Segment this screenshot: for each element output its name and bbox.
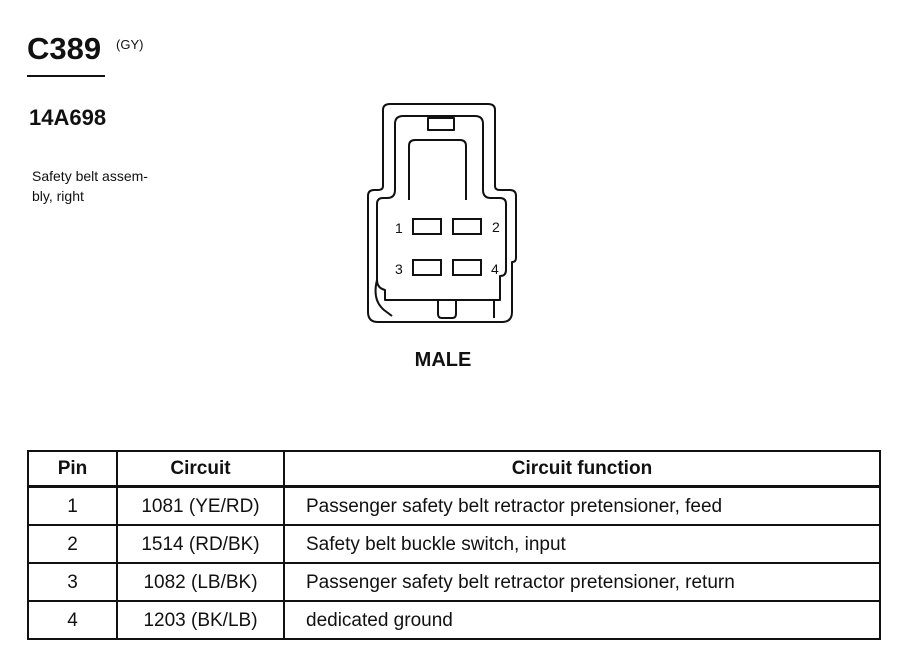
- table-header-row: Pin Circuit Circuit function: [27, 450, 881, 488]
- pin-label-3: 3: [395, 261, 403, 277]
- cell-circuit: 1203 (BK/LB): [116, 600, 285, 640]
- header-circuit-function: Circuit function: [283, 450, 881, 488]
- table-row: 1 1081 (YE/RD) Passenger safety belt ret…: [27, 485, 881, 526]
- table-row: 4 1203 (BK/LB) dedicated ground: [27, 600, 881, 640]
- connector-id: C389: [27, 31, 102, 66]
- pin-table: Pin Circuit Circuit function 1 1081 (YE/…: [27, 450, 881, 640]
- cell-function: Passenger safety belt retractor pretensi…: [283, 562, 881, 602]
- table-row: 2 1514 (RD/BK) Safety belt buckle switch…: [27, 524, 881, 564]
- cell-function: Safety belt buckle switch, input: [283, 524, 881, 564]
- cell-circuit: 1514 (RD/BK): [116, 524, 285, 564]
- connector-housing-inner: [376, 115, 507, 301]
- header-pin: Pin: [27, 450, 118, 488]
- pin-cavity-1: [412, 218, 442, 235]
- connector-latch: [427, 117, 455, 131]
- cell-pin: 4: [27, 600, 118, 640]
- table-row: 3 1082 (LB/BK) Passenger safety belt ret…: [27, 562, 881, 602]
- cell-function: dedicated ground: [283, 600, 881, 640]
- pin-cavity-2: [452, 218, 482, 235]
- title-underline: [27, 75, 105, 77]
- pin-cavity-3: [412, 259, 442, 276]
- connector-housing-outer: [367, 103, 517, 323]
- pin-cavity-4: [452, 259, 482, 276]
- cell-pin: 1: [27, 485, 118, 526]
- connector-color-code: (GY): [116, 37, 144, 52]
- connector-description: Safety belt assem- bly, right: [32, 166, 182, 206]
- connector-face-drawing: 1 2 3 4: [367, 103, 517, 323]
- connector-bottom-key: [437, 300, 457, 319]
- description-line-2: bly, right: [32, 188, 84, 204]
- cell-circuit: 1081 (YE/RD): [116, 485, 285, 526]
- cell-pin: 3: [27, 562, 118, 602]
- pin-label-4: 4: [491, 261, 499, 277]
- cell-function: Passenger safety belt retractor pretensi…: [283, 485, 881, 526]
- connector-side-hook: [374, 279, 393, 317]
- description-line-1: Safety belt assem-: [32, 168, 148, 184]
- header-circuit: Circuit: [116, 450, 285, 488]
- part-number: 14A698: [29, 105, 107, 130]
- pin-label-1: 1: [395, 220, 403, 236]
- connector-latch-rails: [408, 139, 467, 200]
- pin-label-2: 2: [492, 219, 500, 235]
- connector-gender-label: MALE: [414, 349, 472, 371]
- cell-pin: 2: [27, 524, 118, 564]
- cell-circuit: 1082 (LB/BK): [116, 562, 285, 602]
